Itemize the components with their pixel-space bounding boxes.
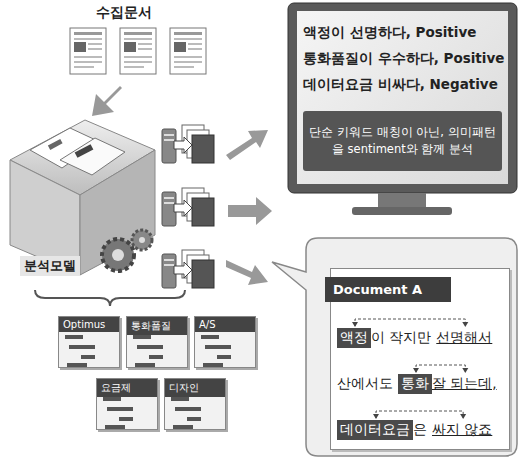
document-title: Document A xyxy=(325,277,451,302)
node-text: 통화품질이 우수하다, Positive xyxy=(303,45,502,71)
document-line: 산에서도 통화잘 되는데, xyxy=(337,374,503,394)
document-line: 액정이 작지만 선명해서 xyxy=(337,328,503,348)
arrow-head xyxy=(373,414,379,419)
document-text: 은 xyxy=(413,421,427,439)
folder-line xyxy=(187,417,201,421)
folder-line xyxy=(67,363,87,367)
keyword-highlight: 데이터요금 xyxy=(337,420,413,440)
folder-line xyxy=(81,355,95,359)
folder-line xyxy=(105,425,125,429)
arrow-head xyxy=(460,414,466,419)
arrow-head xyxy=(462,368,468,373)
heading-label: 수집문서 xyxy=(96,4,152,22)
result-band: 단순 키워드 매칭이 아닌, 의미패턴을 sentiment와 함께 분석 xyxy=(303,111,502,171)
folder-line xyxy=(149,355,163,359)
document-text: 잘 되는데, xyxy=(432,375,497,393)
folder-tab: A/S xyxy=(195,317,255,332)
folder-line xyxy=(175,407,201,411)
relation-line xyxy=(355,319,465,326)
node-text: 단순 키워드 매칭이 아닌, 의미패턴을 sentiment와 함께 분석 xyxy=(309,124,496,158)
document-card: Document A액정이 작지만선명해서산에서도통화잘 되는데,데이터요금은싸… xyxy=(330,268,510,450)
folder-line xyxy=(107,407,133,411)
category-folder: 요금제 xyxy=(96,378,158,430)
monitor-screen: 액정이 선명하다, Positive통화품질이 우수하다, Positive데이… xyxy=(297,11,508,184)
folder-line xyxy=(135,363,155,367)
folder-line xyxy=(103,397,121,401)
folder-line xyxy=(137,345,163,349)
category-folder: Optimus xyxy=(58,316,120,368)
folder-line xyxy=(201,335,219,339)
category-folder: A/S xyxy=(194,316,256,368)
category-folder: 디자인 xyxy=(164,378,226,430)
folder-tab: 요금제 xyxy=(97,379,157,397)
document-body: 액정이 작지만 선명해서산에서도 통화잘 되는데, 데이터요금은 싸지 않죠 xyxy=(331,328,509,440)
arrow-head xyxy=(413,368,419,373)
document-text: 이 작지만 xyxy=(371,329,431,347)
folder-tab: 통화품질 xyxy=(127,317,187,335)
folder-line xyxy=(119,417,133,421)
node-label: 분석모델 xyxy=(20,256,80,276)
folder-tab: Optimus xyxy=(59,317,119,332)
document-text: 산에서도 xyxy=(337,375,393,393)
folder-line xyxy=(217,355,231,359)
folder-line xyxy=(171,397,189,401)
folder-line xyxy=(133,335,151,339)
document-text: 싸지 않죠 xyxy=(432,421,492,439)
folder-line xyxy=(205,345,231,349)
folder-line xyxy=(173,425,193,429)
document-text: 선명해서 xyxy=(436,329,492,347)
folder-line xyxy=(65,335,83,339)
arrow-head xyxy=(462,322,468,327)
model-box: 분석모델 xyxy=(14,118,155,278)
relation-line xyxy=(376,411,463,418)
node-text: 액정이 선명하다, Positive xyxy=(303,19,502,45)
keyword-highlight: 액정 xyxy=(337,328,371,348)
document-line: 데이터요금은 싸지 않죠 xyxy=(337,420,503,440)
folder-line xyxy=(69,345,95,349)
node-text: 데이터요금 비싸다, Negative xyxy=(303,71,502,97)
keyword-highlight: 통화 xyxy=(398,374,432,394)
category-folder: 통화품질 xyxy=(126,316,188,368)
relation-line xyxy=(416,365,465,372)
arrow-head xyxy=(352,322,358,327)
folder-tab: 디자인 xyxy=(165,379,225,397)
folder-line xyxy=(203,363,223,367)
